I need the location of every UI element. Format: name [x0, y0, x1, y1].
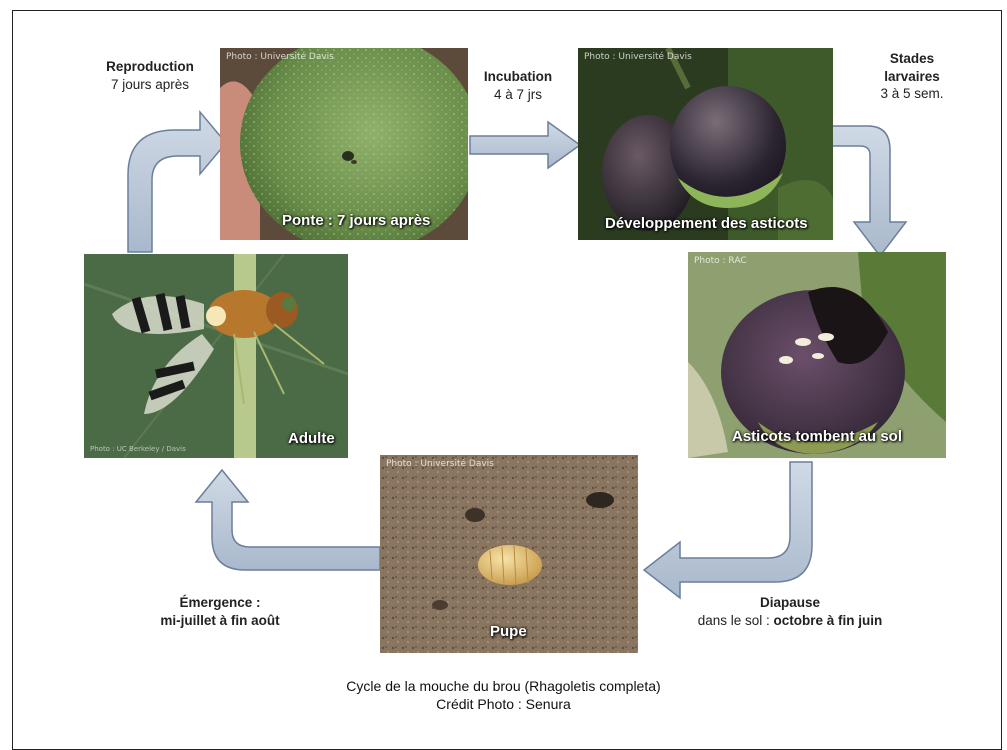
arrow-emergence — [196, 470, 380, 570]
figure-caption: Cycle de la mouche du brou (Rhagoletis c… — [0, 677, 1007, 713]
label-diapause-title: Diapause — [660, 594, 920, 612]
photo-credit: Photo : Université Davis — [226, 52, 334, 62]
label-stades-detail: 3 à 5 sem. — [872, 85, 952, 103]
label-incubation: Incubation 4 à 7 jrs — [468, 68, 568, 103]
label-stades: Stades larvaires 3 à 5 sem. — [872, 50, 952, 103]
caption-adulte: Adulte — [288, 430, 335, 447]
label-reproduction: Reproduction 7 jours après — [90, 58, 210, 93]
label-stades-title-1: Stades — [872, 50, 952, 68]
photo-credit: Photo : Université Davis — [386, 459, 494, 469]
photo-tombent: Photo : RAC Asticots tombent au sol — [688, 252, 946, 458]
photo-credit: Photo : Université Davis — [584, 52, 692, 62]
photo-developpement: Photo : Université Davis Développement d… — [578, 48, 833, 240]
figure-caption-line1: Cycle de la mouche du brou (Rhagoletis c… — [0, 677, 1007, 695]
label-diapause: Diapause dans le sol : octobre à fin jui… — [660, 594, 920, 629]
caption-ponte: Ponte : 7 jours après — [282, 212, 430, 229]
caption-tombent: Asticots tombent au sol — [732, 428, 902, 445]
label-diapause-detail-bold: octobre à fin juin — [774, 613, 883, 628]
photo-pupe: Photo : Université Davis Pupe — [380, 455, 638, 653]
label-reproduction-title: Reproduction — [90, 58, 210, 76]
label-emergence: Émergence : mi-juillet à fin août — [130, 594, 310, 629]
photo-adulte: Photo : UC Berkeley / Davis Adulte — [84, 254, 348, 458]
arrow-incubation — [470, 122, 580, 168]
label-emergence-title: Émergence : — [130, 594, 310, 612]
label-reproduction-detail: 7 jours après — [90, 76, 210, 94]
photo-credit: Photo : RAC — [694, 256, 747, 266]
label-incubation-detail: 4 à 7 jrs — [468, 86, 568, 104]
label-incubation-title: Incubation — [468, 68, 568, 86]
label-stades-title-2: larvaires — [872, 68, 952, 86]
caption-developpement: Développement des asticots — [605, 215, 808, 232]
caption-pupe: Pupe — [490, 623, 527, 640]
label-diapause-detail: dans le sol : octobre à fin juin — [660, 612, 920, 630]
arrow-diapause — [644, 462, 812, 598]
photo-credit: Photo : UC Berkeley / Davis — [90, 446, 186, 454]
arrow-reproduction — [128, 112, 226, 252]
figure-caption-line2: Crédit Photo : Senura — [0, 695, 1007, 713]
photo-ponte: Photo : Université Davis Ponte : 7 jours… — [220, 48, 468, 240]
walnut-maggots-illustration — [578, 48, 833, 240]
walnut-husk-fly-illustration — [84, 254, 348, 458]
label-diapause-detail-prefix: dans le sol : — [698, 613, 774, 628]
label-emergence-detail: mi-juillet à fin août — [130, 612, 310, 630]
arrow-stades — [832, 126, 906, 256]
